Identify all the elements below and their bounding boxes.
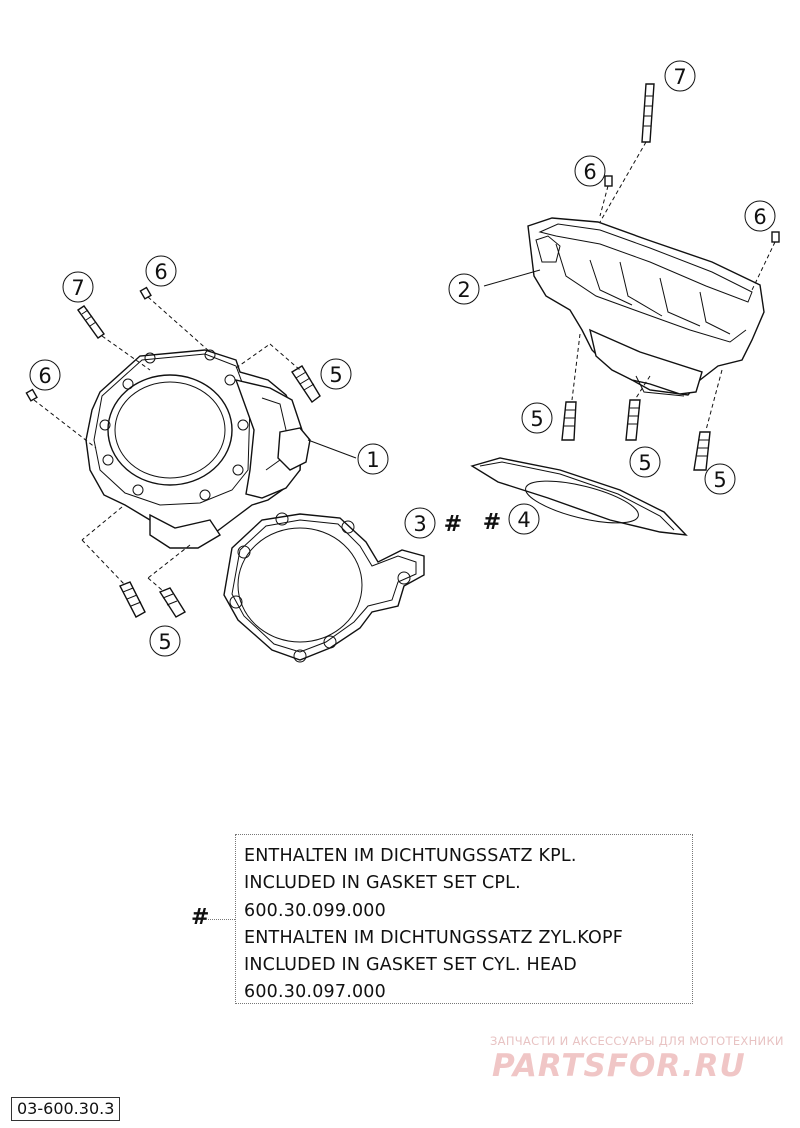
leader-line <box>751 241 776 291</box>
gasket-set-marker: # <box>444 512 462 537</box>
cylinder-part-1 <box>85 349 311 549</box>
leader-line <box>571 333 581 401</box>
dowel-pin-part-6-right-b <box>771 231 780 243</box>
dowel-pin-part-6-left-b <box>25 388 38 402</box>
callout-1: 1 <box>357 443 389 475</box>
callout-3: 3 <box>404 507 436 539</box>
leader-line <box>101 335 151 371</box>
note-line: 600.30.099.000 <box>244 900 386 921</box>
svg-text:6: 6 <box>753 205 766 229</box>
gasket-set-marker: # <box>191 905 210 930</box>
callout-5: 5 <box>149 625 181 657</box>
svg-text:7: 7 <box>673 65 686 89</box>
leader-line <box>81 506 123 541</box>
note-line: 600.30.097.000 <box>244 982 386 1003</box>
callout-5: 5 <box>521 402 553 434</box>
leader-line <box>599 185 609 217</box>
dowel-pin-part-6-right-a <box>604 175 613 187</box>
leader-line <box>705 369 723 431</box>
callout-5: 5 <box>320 358 352 390</box>
callout-7: 7 <box>664 60 696 92</box>
svg-text:2: 2 <box>457 278 470 302</box>
callout-5: 5 <box>704 463 736 495</box>
svg-text:3: 3 <box>413 512 426 536</box>
note-line: INCLUDED IN GASKET SET CPL. <box>244 873 521 894</box>
bolt-part-5-right-b <box>625 399 641 441</box>
callout-4: 4 <box>508 503 540 535</box>
bolt-part-5-left-lower-b <box>158 587 186 618</box>
svg-text:1: 1 <box>366 448 379 472</box>
cylinder-part-2 <box>527 217 765 397</box>
leader-line <box>307 439 357 459</box>
leader-line <box>269 343 301 371</box>
watermark-tagline: ЗАПЧАСТИ И АКСЕССУАРЫ ДЛЯ МОТОТЕХНИКИ <box>490 1034 784 1048</box>
callout-6: 6 <box>574 155 606 187</box>
head-gasket-part-4 <box>470 457 688 536</box>
note-line: ENTHALTEN IM DICHTUNGSSATZ KPL. <box>244 846 577 866</box>
leader-line <box>81 539 125 585</box>
callout-5: 5 <box>629 446 661 478</box>
svg-text:6: 6 <box>38 364 51 388</box>
leader-line <box>147 296 211 353</box>
note-line: INCLUDED IN GASKET SET CYL. HEAD <box>244 955 577 976</box>
note-leader <box>208 919 235 920</box>
svg-text:5: 5 <box>638 451 651 475</box>
leader-line <box>483 269 541 287</box>
callout-6: 6 <box>29 359 61 391</box>
stud-part-7-left <box>77 305 105 339</box>
dowel-pin-part-6-left-a <box>139 286 152 300</box>
leader-line <box>599 141 647 223</box>
bolt-part-5-right-c <box>693 431 711 471</box>
svg-text:6: 6 <box>583 160 596 184</box>
watermark-logo: PARTSFOR.RU <box>492 1048 746 1084</box>
gasket-set-note: ENTHALTEN IM DICHTUNGSSATZ KPL. INCLUDED… <box>244 843 694 1007</box>
svg-text:4: 4 <box>517 508 530 532</box>
gasket-set-note-box <box>235 834 693 1004</box>
callout-2: 2 <box>448 273 480 305</box>
leader-line <box>635 375 651 399</box>
svg-text:5: 5 <box>713 468 726 492</box>
leader-line <box>147 577 163 591</box>
svg-text:5: 5 <box>530 407 543 431</box>
base-gasket-part-3 <box>223 512 425 663</box>
gasket-set-marker: # <box>483 510 501 535</box>
callout-6: 6 <box>145 255 177 287</box>
leader-line <box>235 343 271 369</box>
leader-line <box>147 544 191 579</box>
leader-line <box>33 399 97 449</box>
drawing-number: 03-600.30.3 <box>11 1097 121 1121</box>
bolt-part-5-left-lower-a <box>119 581 146 618</box>
note-line: ENTHALTEN IM DICHTUNGSSATZ ZYL.KOPF <box>244 927 623 948</box>
stud-part-7-right <box>641 83 655 143</box>
bolt-part-5-left-top <box>291 365 321 404</box>
callout-7: 7 <box>62 271 94 303</box>
svg-text:5: 5 <box>158 630 171 654</box>
callout-6: 6 <box>744 200 776 232</box>
svg-text:7: 7 <box>71 276 84 300</box>
svg-text:5: 5 <box>329 363 342 387</box>
bolt-part-5-right-a <box>561 401 577 441</box>
svg-text:6: 6 <box>154 260 167 284</box>
